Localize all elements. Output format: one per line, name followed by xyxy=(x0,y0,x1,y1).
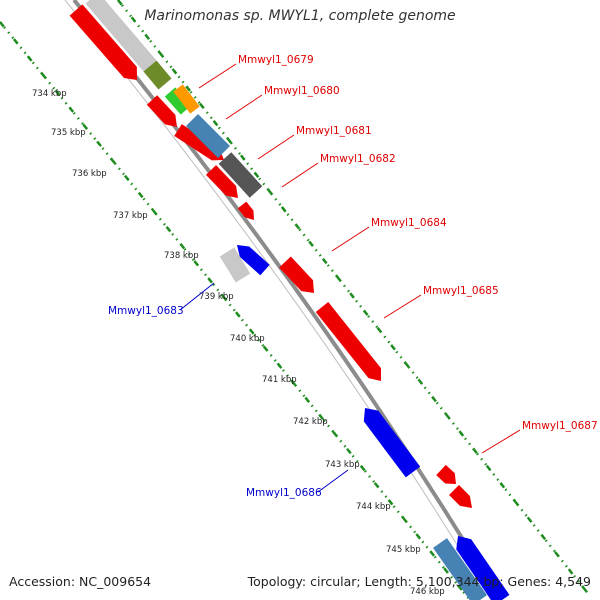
gene-label-reverse[interactable]: Mmwyl1_0686 xyxy=(246,487,322,499)
cog-category-bar[interactable] xyxy=(218,152,263,198)
cog-category-bar[interactable] xyxy=(143,60,172,90)
cog-category-bar[interactable] xyxy=(185,113,231,159)
kbp-tick-label: 736 kbp xyxy=(72,169,107,179)
cds-forward-arrow[interactable] xyxy=(315,302,382,381)
gene-label-forward[interactable]: Mmwyl1_0684 xyxy=(371,217,447,229)
kbp-tick-label: 742 kbp xyxy=(293,417,328,427)
cds-forward-arrow[interactable] xyxy=(436,464,456,484)
kbp-tick-label: 740 kbp xyxy=(230,334,265,344)
cog-category-bar[interactable] xyxy=(173,84,200,114)
gene-label-forward[interactable]: Mmwyl1_0681 xyxy=(296,125,372,137)
cds-reverse-arrow[interactable] xyxy=(456,536,510,600)
cds-reverse-arrow[interactable] xyxy=(363,408,421,478)
cog-category-bar[interactable] xyxy=(433,538,487,600)
gene-label-forward[interactable]: Mmwyl1_0680 xyxy=(264,85,340,97)
cds-forward-arrow[interactable] xyxy=(69,4,137,80)
cds-forward-arrow[interactable] xyxy=(449,485,472,508)
kbp-tick-label: 734 kbp xyxy=(32,89,67,99)
gene-label-leader xyxy=(198,63,237,89)
gene-label-reverse[interactable]: Mmwyl1_0683 xyxy=(108,305,184,317)
gene-label-forward[interactable]: Mmwyl1_0685 xyxy=(423,285,499,297)
kbp-tick-label: 746 kbp xyxy=(410,587,445,597)
cds-forward-arrow[interactable] xyxy=(146,95,177,127)
kbp-tick-label: 738 kbp xyxy=(164,251,199,261)
gene-label-leader xyxy=(257,134,295,160)
kbp-tick-label: 737 kbp xyxy=(113,211,148,221)
kbp-tick-label: 741 kbp xyxy=(262,375,297,385)
gene-label-leader xyxy=(383,294,422,319)
inner-tick-ring xyxy=(0,21,471,600)
kbp-tick-label: 739 kbp xyxy=(199,292,234,302)
cog-category-bar[interactable] xyxy=(219,247,251,283)
gene-label-leader xyxy=(481,429,521,454)
labels-layer: 734 kbp 735 kbp 736 kbp 737 kbp 738 kbp 739 k… xyxy=(32,54,598,597)
gene-label-leader xyxy=(179,282,215,311)
cog-category-bar[interactable] xyxy=(164,87,192,115)
gene-label-leader xyxy=(225,94,263,120)
cds-forward-arrow[interactable] xyxy=(279,256,314,293)
genome-backbone xyxy=(72,0,502,600)
inner-tick-ring-major xyxy=(0,21,471,600)
kbp-tick-label: 745 kbp xyxy=(386,545,421,555)
kbp-tick-label: 744 kbp xyxy=(356,502,391,512)
gene-label-forward[interactable]: Mmwyl1_0679 xyxy=(238,54,314,66)
cds-forward-arrow[interactable] xyxy=(205,165,238,198)
cds-forward-arrow[interactable] xyxy=(237,201,254,220)
outer-tick-ring-major xyxy=(117,0,591,597)
gene-label-leader xyxy=(317,469,349,493)
kbp-tick-label: 735 kbp xyxy=(51,128,86,138)
cog-category-bar[interactable] xyxy=(85,0,157,72)
genome-title: Marinomonas sp. MWYL1, complete genome xyxy=(144,8,456,24)
accession-text: Accession: NC_009654 xyxy=(9,574,152,589)
gene-label-forward[interactable]: Mmwyl1_0682 xyxy=(320,153,396,165)
gene-label-leader xyxy=(281,162,319,188)
kbp-tick-label: 743 kbp xyxy=(325,460,360,470)
topology-text: Topology: circular; Length: 5,100,344 bp… xyxy=(247,574,591,589)
genome-backbone-inner xyxy=(64,0,492,600)
cds-reverse-arrow[interactable] xyxy=(237,245,270,276)
gene-label-leader xyxy=(331,226,370,252)
gene-label-forward[interactable]: Mmwyl1_0687 xyxy=(522,420,598,432)
